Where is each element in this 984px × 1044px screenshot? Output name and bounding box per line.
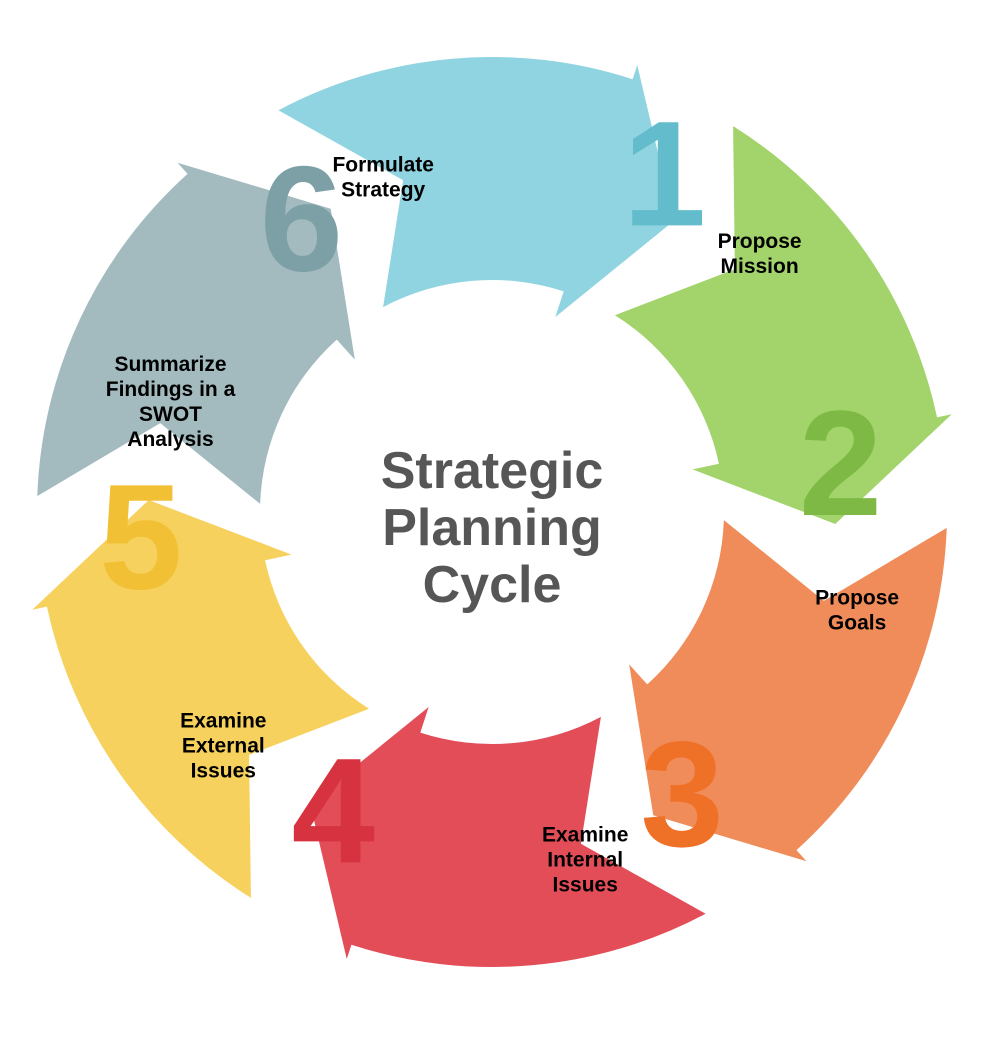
center-hub [332,352,652,672]
cycle-segment-3[interactable] [629,520,947,862]
step-number-6: 6 [260,135,343,303]
step-number-1: 1 [623,89,706,257]
cycle-text-layer: 1FormulateStrategy2ProposeMission3Propos… [99,89,899,896]
cycle-segment-6[interactable] [37,162,355,504]
step-label-6-line-4: Analysis [127,428,213,451]
page-title: Strategic Planning Cycle [381,442,604,614]
cycle-segments-layer [32,57,952,967]
step-label-1-line-1: Formulate [332,154,434,177]
step-label-5-line-3: Issues [191,760,256,783]
step-label-4-line-1: Examine [542,824,628,847]
cycle-segment-2[interactable] [614,126,952,524]
step-number-2: 2 [799,379,882,547]
step-label-6-line-3: SWOT [139,403,202,426]
step-label-2-line-2: Mission [721,255,799,278]
center-title-line-3: Cycle [423,556,562,614]
step-label-5-line-1: Examine [180,710,266,733]
step-label-1-line-2: Strategy [341,179,425,202]
cycle-segment-5[interactable] [32,500,370,898]
step-number-5: 5 [99,453,182,621]
step-label-6-line-1: Summarize [114,353,226,376]
step-label-5-line-2: External [182,735,265,758]
step-label-3-line-1: Propose [815,586,899,609]
step-number-3: 3 [640,710,723,878]
center-title-line-2: Planning [382,499,602,557]
step-label-3-line-2: Goals [828,611,886,634]
step-label-4-line-2: Internal [547,849,623,872]
step-label-4-line-3: Issues [553,874,618,897]
step-number-4: 4 [292,726,375,894]
step-label-2-line-1: Propose [718,230,802,253]
step-label-6-line-2: Findings in a [106,378,236,401]
cycle-segment-4[interactable] [309,706,706,967]
cycle-segment-1[interactable] [278,57,675,318]
center-title-line-1: Strategic [381,442,604,500]
